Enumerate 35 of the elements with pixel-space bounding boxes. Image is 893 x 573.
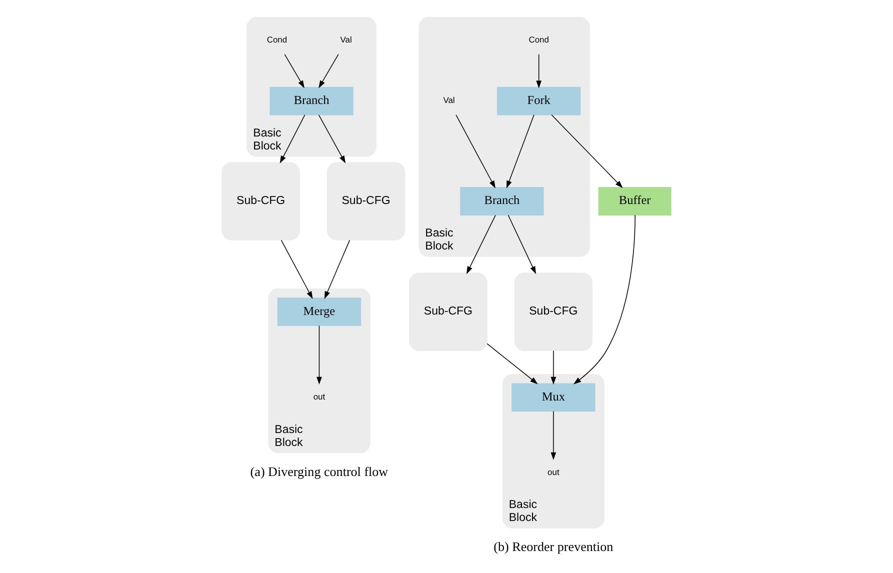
arrow (318, 114, 346, 164)
node-box: Mux (512, 383, 596, 412)
arrow (573, 214, 636, 384)
node-text: out (548, 466, 560, 477)
node-box: Sub-CFG (222, 162, 300, 240)
arrow (466, 214, 496, 274)
arrow (551, 114, 623, 188)
node-text: Cond (266, 34, 288, 45)
arrow (324, 240, 350, 300)
arrow (550, 350, 556, 385)
arrow (280, 114, 306, 164)
arrow (508, 214, 536, 274)
node-box: Branch (460, 187, 544, 216)
node-box: Buffer (598, 187, 672, 216)
node-text: Val (340, 34, 352, 45)
arrow (550, 411, 556, 460)
node-text: Cond (528, 34, 549, 45)
node-box: Merge (277, 298, 362, 326)
label: (a) Diverging control flow (250, 464, 388, 479)
arrow (318, 54, 339, 88)
arrow (536, 54, 542, 88)
node-box: Sub-CFG (409, 272, 488, 351)
arrow (316, 325, 322, 385)
label: (b) Reorder prevention (494, 539, 614, 554)
node-box: Branch (270, 86, 354, 116)
arrow (284, 54, 304, 88)
node-box: Fork (497, 86, 581, 116)
node-text: Val (443, 95, 455, 106)
arrow (506, 114, 534, 188)
arrow (280, 240, 313, 300)
arrow (486, 343, 538, 384)
node-box: Sub-CFG (326, 162, 406, 240)
node-box: Sub-CFG (514, 272, 593, 351)
arrow (456, 114, 496, 188)
node-text: out (313, 392, 326, 402)
